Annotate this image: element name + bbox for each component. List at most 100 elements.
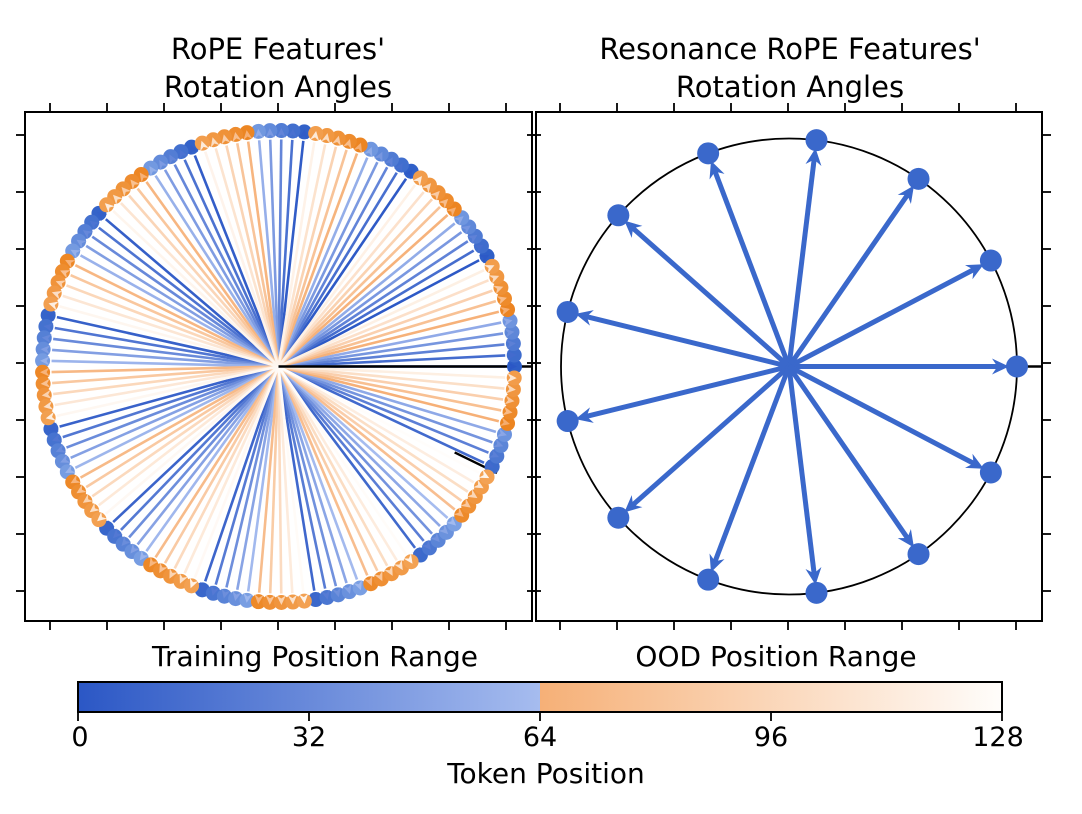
arrowhead	[488, 449, 500, 458]
rope-arrow-line	[128, 365, 280, 539]
arrowhead	[992, 358, 1009, 375]
right-plot-arrows	[556, 129, 1042, 604]
arrowhead	[460, 225, 471, 235]
arrowhead	[65, 464, 76, 473]
ood-range-label: OOD Position Range	[635, 640, 917, 673]
arrowhead	[159, 159, 168, 171]
arrowhead	[709, 553, 725, 573]
rope-arrow-line	[52, 365, 279, 385]
arrowhead	[70, 249, 82, 259]
arrowhead	[139, 550, 149, 561]
rope-arrow-line	[173, 164, 280, 368]
arrowhead	[200, 140, 209, 152]
rope-arrow-line	[91, 365, 280, 498]
arrowhead	[265, 128, 275, 138]
arrowhead	[393, 559, 403, 571]
arrowhead	[189, 577, 199, 589]
rope-arrow-line	[277, 149, 348, 367]
rope-arrow-line	[277, 144, 327, 367]
rope-arrow-line	[278, 354, 506, 368]
rope-arrow-line	[277, 166, 389, 368]
arrowhead	[76, 484, 87, 494]
arrowhead	[276, 595, 286, 605]
rope-arrow-line	[278, 343, 505, 368]
rope-arrow-line	[278, 365, 497, 434]
arrowhead	[575, 310, 594, 326]
rope-arrow-line	[277, 365, 456, 511]
rope-arrow-line	[277, 172, 398, 368]
rope-arrow-line	[277, 222, 456, 368]
arrowhead	[149, 556, 159, 567]
rope-arrow-line	[74, 365, 280, 469]
arrowhead	[805, 148, 822, 166]
arrowhead	[310, 130, 320, 142]
rope-arrow-line	[277, 365, 480, 474]
rope-arrow-line	[235, 143, 280, 367]
rope-arrow-line	[277, 365, 463, 502]
arrowhead	[169, 568, 178, 579]
rope-arrow-line	[214, 147, 280, 367]
rope-arrow-line	[278, 365, 504, 401]
rope-arrow-line	[277, 146, 338, 367]
rope-arrow-line	[66, 365, 279, 449]
arrowhead	[496, 296, 507, 305]
rope-arrow-line	[53, 337, 279, 368]
arrowhead	[460, 498, 471, 508]
arrowhead	[438, 198, 449, 209]
resonance-arrow-line	[786, 155, 818, 367]
rope-arrow-line	[278, 332, 504, 368]
rope-arrow-line	[278, 365, 493, 444]
arrowhead	[575, 407, 594, 423]
arrowhead	[51, 433, 63, 443]
rope-arrow-line	[257, 140, 280, 367]
arrowhead	[374, 151, 383, 163]
resonance-arrow-line	[628, 364, 791, 509]
rope-arrow-line	[277, 259, 480, 368]
arrowhead	[43, 400, 54, 410]
resonance-position-dot	[697, 142, 720, 165]
arrowhead	[709, 160, 725, 180]
rope-arrow-line	[277, 365, 408, 556]
resonance-arrow-line	[582, 364, 790, 420]
arrowhead	[492, 438, 504, 448]
rope-arrow-line	[54, 365, 279, 407]
arrowhead	[89, 220, 101, 231]
resonance-position-dot	[907, 543, 930, 566]
arrowhead	[965, 264, 984, 280]
arrowhead	[243, 130, 253, 141]
arrowhead	[82, 230, 94, 240]
colorbar-tick-32: 32	[291, 722, 327, 753]
resonance-position-dot	[907, 167, 930, 190]
colorbar-tick-96: 96	[753, 722, 789, 753]
arrowhead	[496, 428, 507, 437]
arrowhead	[403, 553, 413, 564]
arrowhead	[453, 216, 464, 226]
rope-arrow-line	[277, 268, 485, 368]
arrowhead	[130, 543, 140, 554]
rope-arrow-line	[203, 151, 280, 367]
rope-arrow-line	[277, 365, 417, 549]
rope-arrow-line	[235, 366, 280, 590]
resonance-arrow-line	[787, 364, 978, 468]
arrowhead	[55, 444, 67, 453]
rope-arrow-line	[120, 365, 280, 531]
rope-arrow-line	[277, 161, 379, 368]
arrowhead	[221, 134, 231, 145]
rope-arrow-line	[278, 279, 489, 368]
arrowhead	[393, 162, 403, 174]
arrowhead	[331, 586, 341, 598]
arrowhead	[453, 507, 464, 517]
arrowhead	[55, 280, 67, 289]
arrowhead	[41, 334, 52, 344]
rope-arrow-line	[79, 254, 280, 368]
resonance-arrow-line	[711, 167, 792, 368]
arrowhead	[70, 474, 82, 484]
arrowhead	[499, 417, 510, 427]
rope-arrow-line	[70, 273, 280, 368]
resonance-arrow-line	[787, 265, 978, 369]
arrowhead	[41, 389, 52, 399]
rope-arrow-line	[120, 202, 280, 368]
rope-arrow-line	[85, 365, 280, 489]
arrowhead	[298, 593, 309, 604]
arrowhead	[507, 361, 517, 372]
